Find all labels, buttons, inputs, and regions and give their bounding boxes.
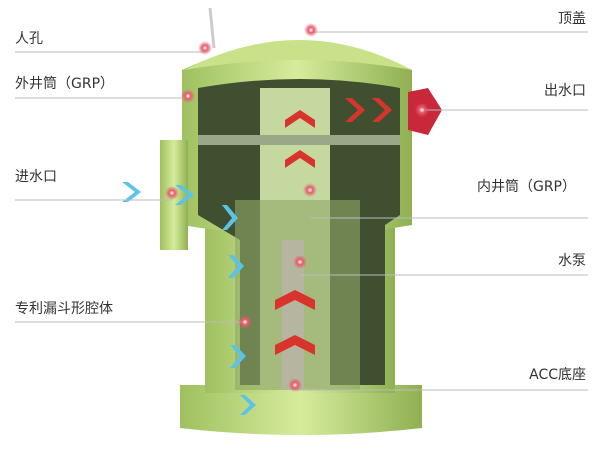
label-inner-shell: 内井筒（GRP） — [476, 179, 576, 195]
pump-shaft — [282, 240, 304, 390]
handle — [208, 7, 216, 49]
label-top-cover: 顶盖 — [558, 11, 586, 27]
label-inlet: 进水口 — [15, 169, 57, 185]
label-outlet: 出水口 — [544, 83, 586, 99]
label-outer-shell: 外井筒（GRP） — [15, 76, 115, 92]
label-pump: 水泵 — [558, 253, 586, 269]
label-manhole: 人孔 — [15, 31, 43, 47]
outflow-arrows — [275, 98, 392, 355]
label-funnel-chamber: 专利漏斗形腔体 — [15, 301, 113, 317]
leader-lines — [15, 31, 588, 391]
marker-dots — [165, 23, 429, 392]
base-flange — [180, 385, 422, 435]
top-cover — [184, 40, 412, 70]
platform — [198, 135, 400, 145]
label-base: ACC底座 — [529, 367, 586, 383]
inflow-arrows — [122, 182, 256, 415]
